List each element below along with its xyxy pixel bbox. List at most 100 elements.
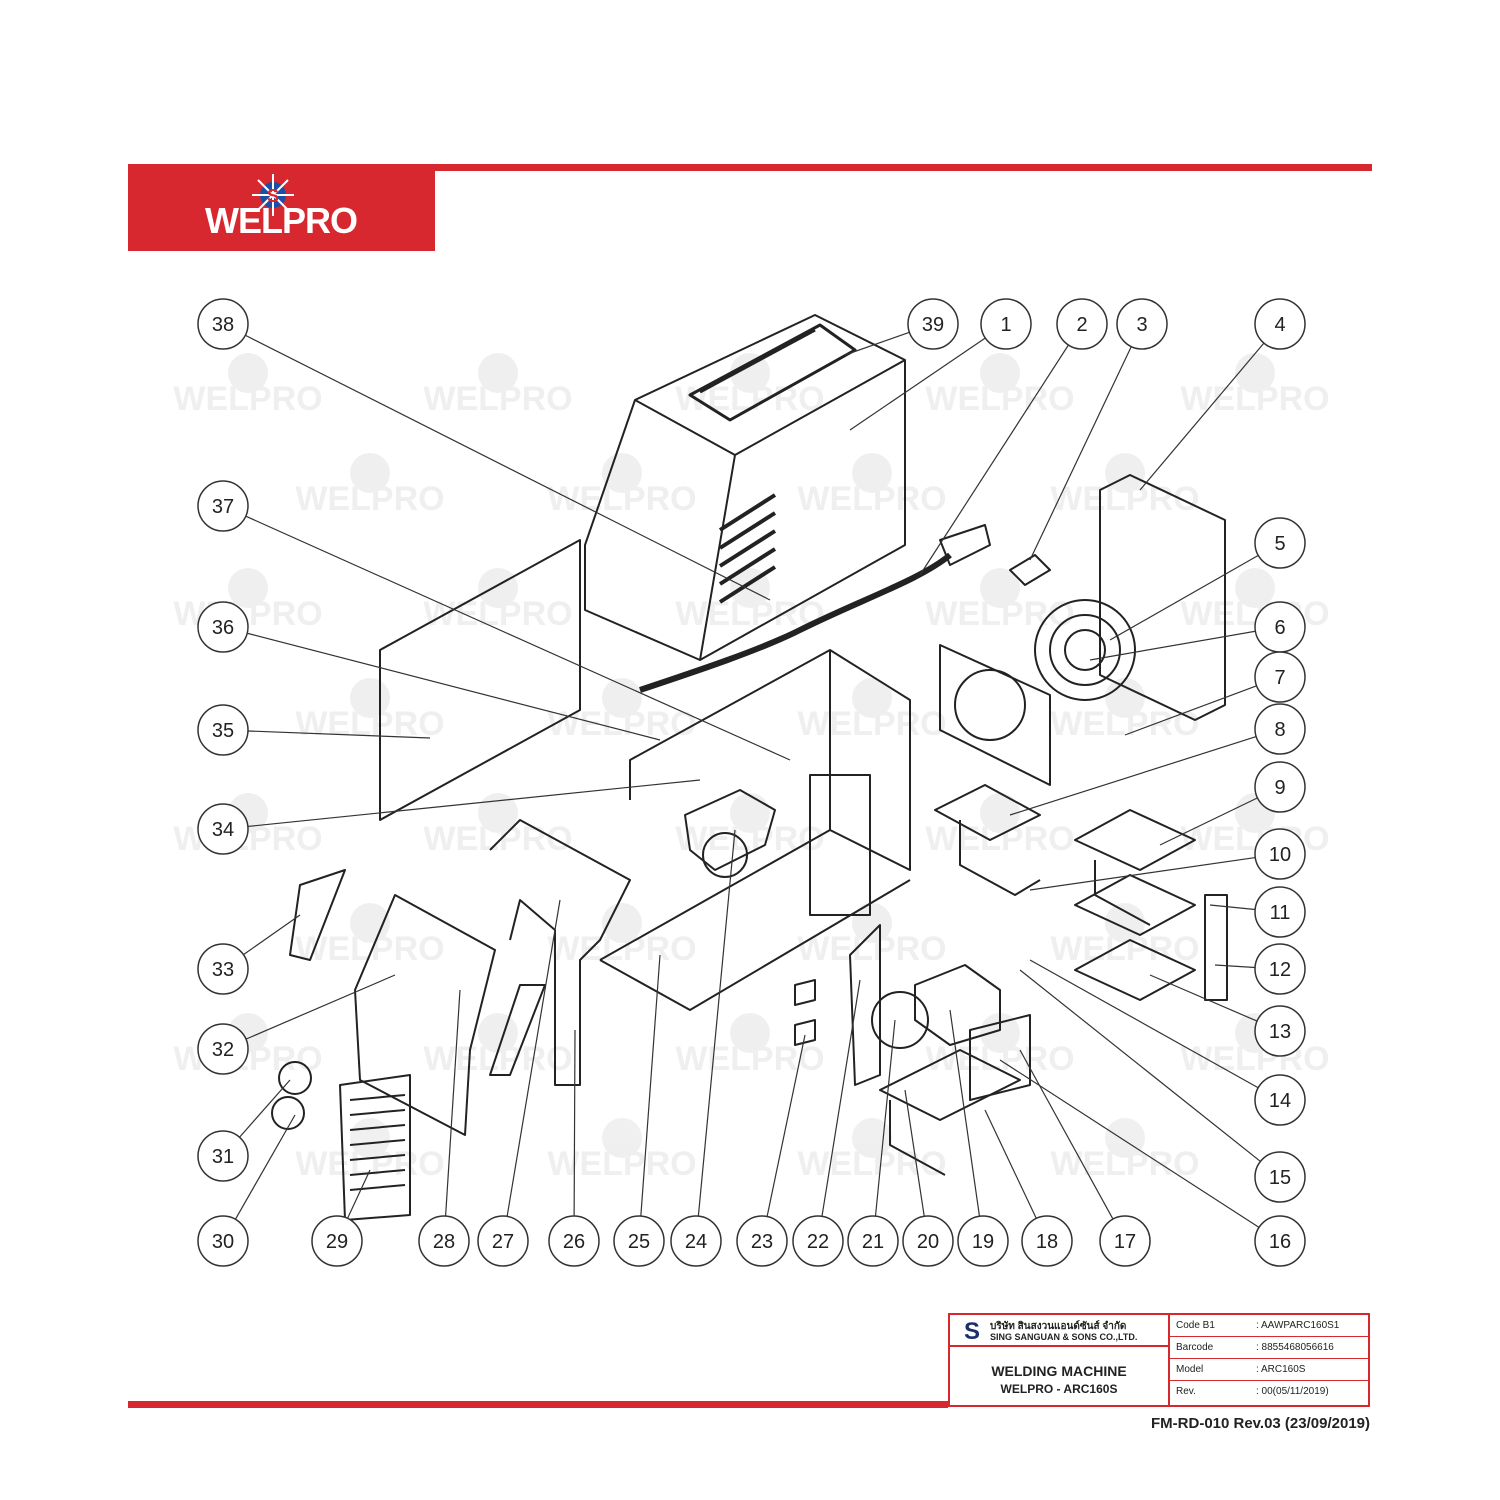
heat-sink-large <box>879 1049 1021 1176</box>
part-number-label: 3 <box>1136 314 1147 336</box>
part-number-label: 5 <box>1274 533 1285 555</box>
callout-bubble <box>902 1215 954 1267</box>
callout-bubble <box>197 803 249 855</box>
info-label: Model <box>1176 1364 1204 1375</box>
callout-bubble <box>197 704 249 756</box>
leader-line <box>919 344 1069 576</box>
part-number-label: 21 <box>862 1231 884 1253</box>
callout-bubble <box>1116 298 1168 350</box>
part-callout: 26 <box>548 1215 600 1267</box>
callout-bubble <box>197 298 249 350</box>
part-callout: 6 <box>1254 601 1306 653</box>
watermark-text: WELPRO <box>925 1040 1074 1078</box>
title-block: S บริษัท สินสงวนแอนด์ซันส์ จำกัด SING SA… <box>948 1313 1370 1407</box>
part-callout: 32 <box>197 1023 249 1075</box>
part-number-label: 28 <box>433 1231 455 1253</box>
product-subtitle: WELPRO - ARC160S <box>1000 1382 1118 1396</box>
part-callout: 2 <box>1056 298 1108 350</box>
leader-line <box>766 1034 806 1217</box>
part-number-label: 22 <box>807 1231 829 1253</box>
part-callout: 14 <box>1254 1074 1306 1126</box>
watermark-text: WELPRO <box>547 930 696 968</box>
part-callout: 37 <box>197 480 249 532</box>
part-number-label: 30 <box>212 1231 234 1253</box>
callout-bubble <box>1254 943 1306 995</box>
rear-panel <box>1099 474 1226 721</box>
rear-fan <box>969 1014 1031 1101</box>
watermark-logo: WELPRO <box>675 568 825 633</box>
callout-bubble <box>670 1215 722 1267</box>
leader-line <box>999 1059 1260 1228</box>
watermark-text: WELPRO <box>925 380 1074 418</box>
callout-bubble <box>1254 651 1306 703</box>
base-chassis <box>599 649 911 1011</box>
callout-bubble <box>197 601 249 653</box>
part-callout: 17 <box>1099 1215 1151 1267</box>
part-callout: 20 <box>902 1215 954 1267</box>
callout-bubble <box>197 1130 249 1182</box>
watermark-logo: WELPRO <box>925 793 1075 858</box>
callout-bubble <box>197 943 249 995</box>
callout-bubble <box>1254 761 1306 813</box>
part-callout: 35 <box>197 704 249 756</box>
leader-line <box>247 779 701 828</box>
main-board <box>849 924 881 1086</box>
callout-bubble <box>1254 1215 1306 1267</box>
watermark-logo: WELPRO <box>1180 1013 1330 1078</box>
cover-vent-slots <box>718 493 777 604</box>
callout-bubble <box>1254 1074 1306 1126</box>
watermark-text: WELPRO <box>423 595 572 633</box>
watermark-logo: WELPRO <box>1050 1118 1200 1183</box>
watermark-logo: WELPRO <box>675 353 825 418</box>
info-row-code: Code B1 : AAWPARC160S1 <box>1170 1315 1368 1337</box>
leader-line <box>1209 904 1256 911</box>
watermark-logo: WELPRO <box>675 793 825 858</box>
part-callout: 24 <box>670 1215 722 1267</box>
power-cable <box>639 552 952 693</box>
part-number-label: 13 <box>1269 1021 1291 1043</box>
leader-line <box>247 730 431 739</box>
leader-line <box>1109 554 1259 641</box>
watermark-logo: WELPRO <box>797 1118 947 1183</box>
watermark-logo: WELPRO <box>547 453 697 518</box>
info-row-revision: Rev. : 00(05/11/2019) <box>1170 1381 1368 1403</box>
leader-line <box>444 989 461 1217</box>
leader-line <box>573 1029 576 1217</box>
machine-parts <box>271 314 1228 1221</box>
side-panel <box>379 539 581 821</box>
part-number-label: 36 <box>212 617 234 639</box>
part-callout: 3 <box>1116 298 1168 350</box>
fan-guard <box>1034 599 1136 701</box>
callout-bubble <box>980 298 1032 350</box>
callout-bubble <box>1056 298 1108 350</box>
part-callout: 7 <box>1254 651 1306 703</box>
part-number-label: 17 <box>1114 1231 1136 1253</box>
watermark-logo: WELPRO <box>295 903 445 968</box>
info-label: Barcode <box>1176 1342 1214 1353</box>
watermark-logo: WELPRO <box>547 1118 697 1183</box>
part-number-label: 16 <box>1269 1231 1291 1253</box>
part-number-label: 29 <box>326 1231 348 1253</box>
watermark-logo: WELPRO <box>1050 453 1200 518</box>
leader-line <box>1009 736 1257 816</box>
part-number-label: 14 <box>1269 1090 1291 1112</box>
leader-line <box>506 899 561 1217</box>
part-callout: 38 <box>197 298 249 350</box>
watermark-text: WELPRO <box>1180 380 1329 418</box>
watermark-logo: WELPRO <box>547 678 697 743</box>
part-callout: 10 <box>1254 828 1306 880</box>
leader-line <box>243 914 301 956</box>
part-number-label: 34 <box>212 819 234 841</box>
fan-rotor <box>954 669 1026 741</box>
part-number-label: 9 <box>1274 777 1285 799</box>
watermark-text: WELPRO <box>295 705 444 743</box>
leader-line <box>1029 346 1132 561</box>
info-label: Code B1 <box>1176 1320 1215 1331</box>
callout-bubble <box>792 1215 844 1267</box>
company-name-english: SING SANGUAN & SONS CO.,LTD. <box>990 1332 1138 1342</box>
part-callout: 12 <box>1254 943 1306 995</box>
part-number-label: 1 <box>1000 314 1011 336</box>
part-number-label: 37 <box>212 496 234 518</box>
part-callout: 34 <box>197 803 249 855</box>
